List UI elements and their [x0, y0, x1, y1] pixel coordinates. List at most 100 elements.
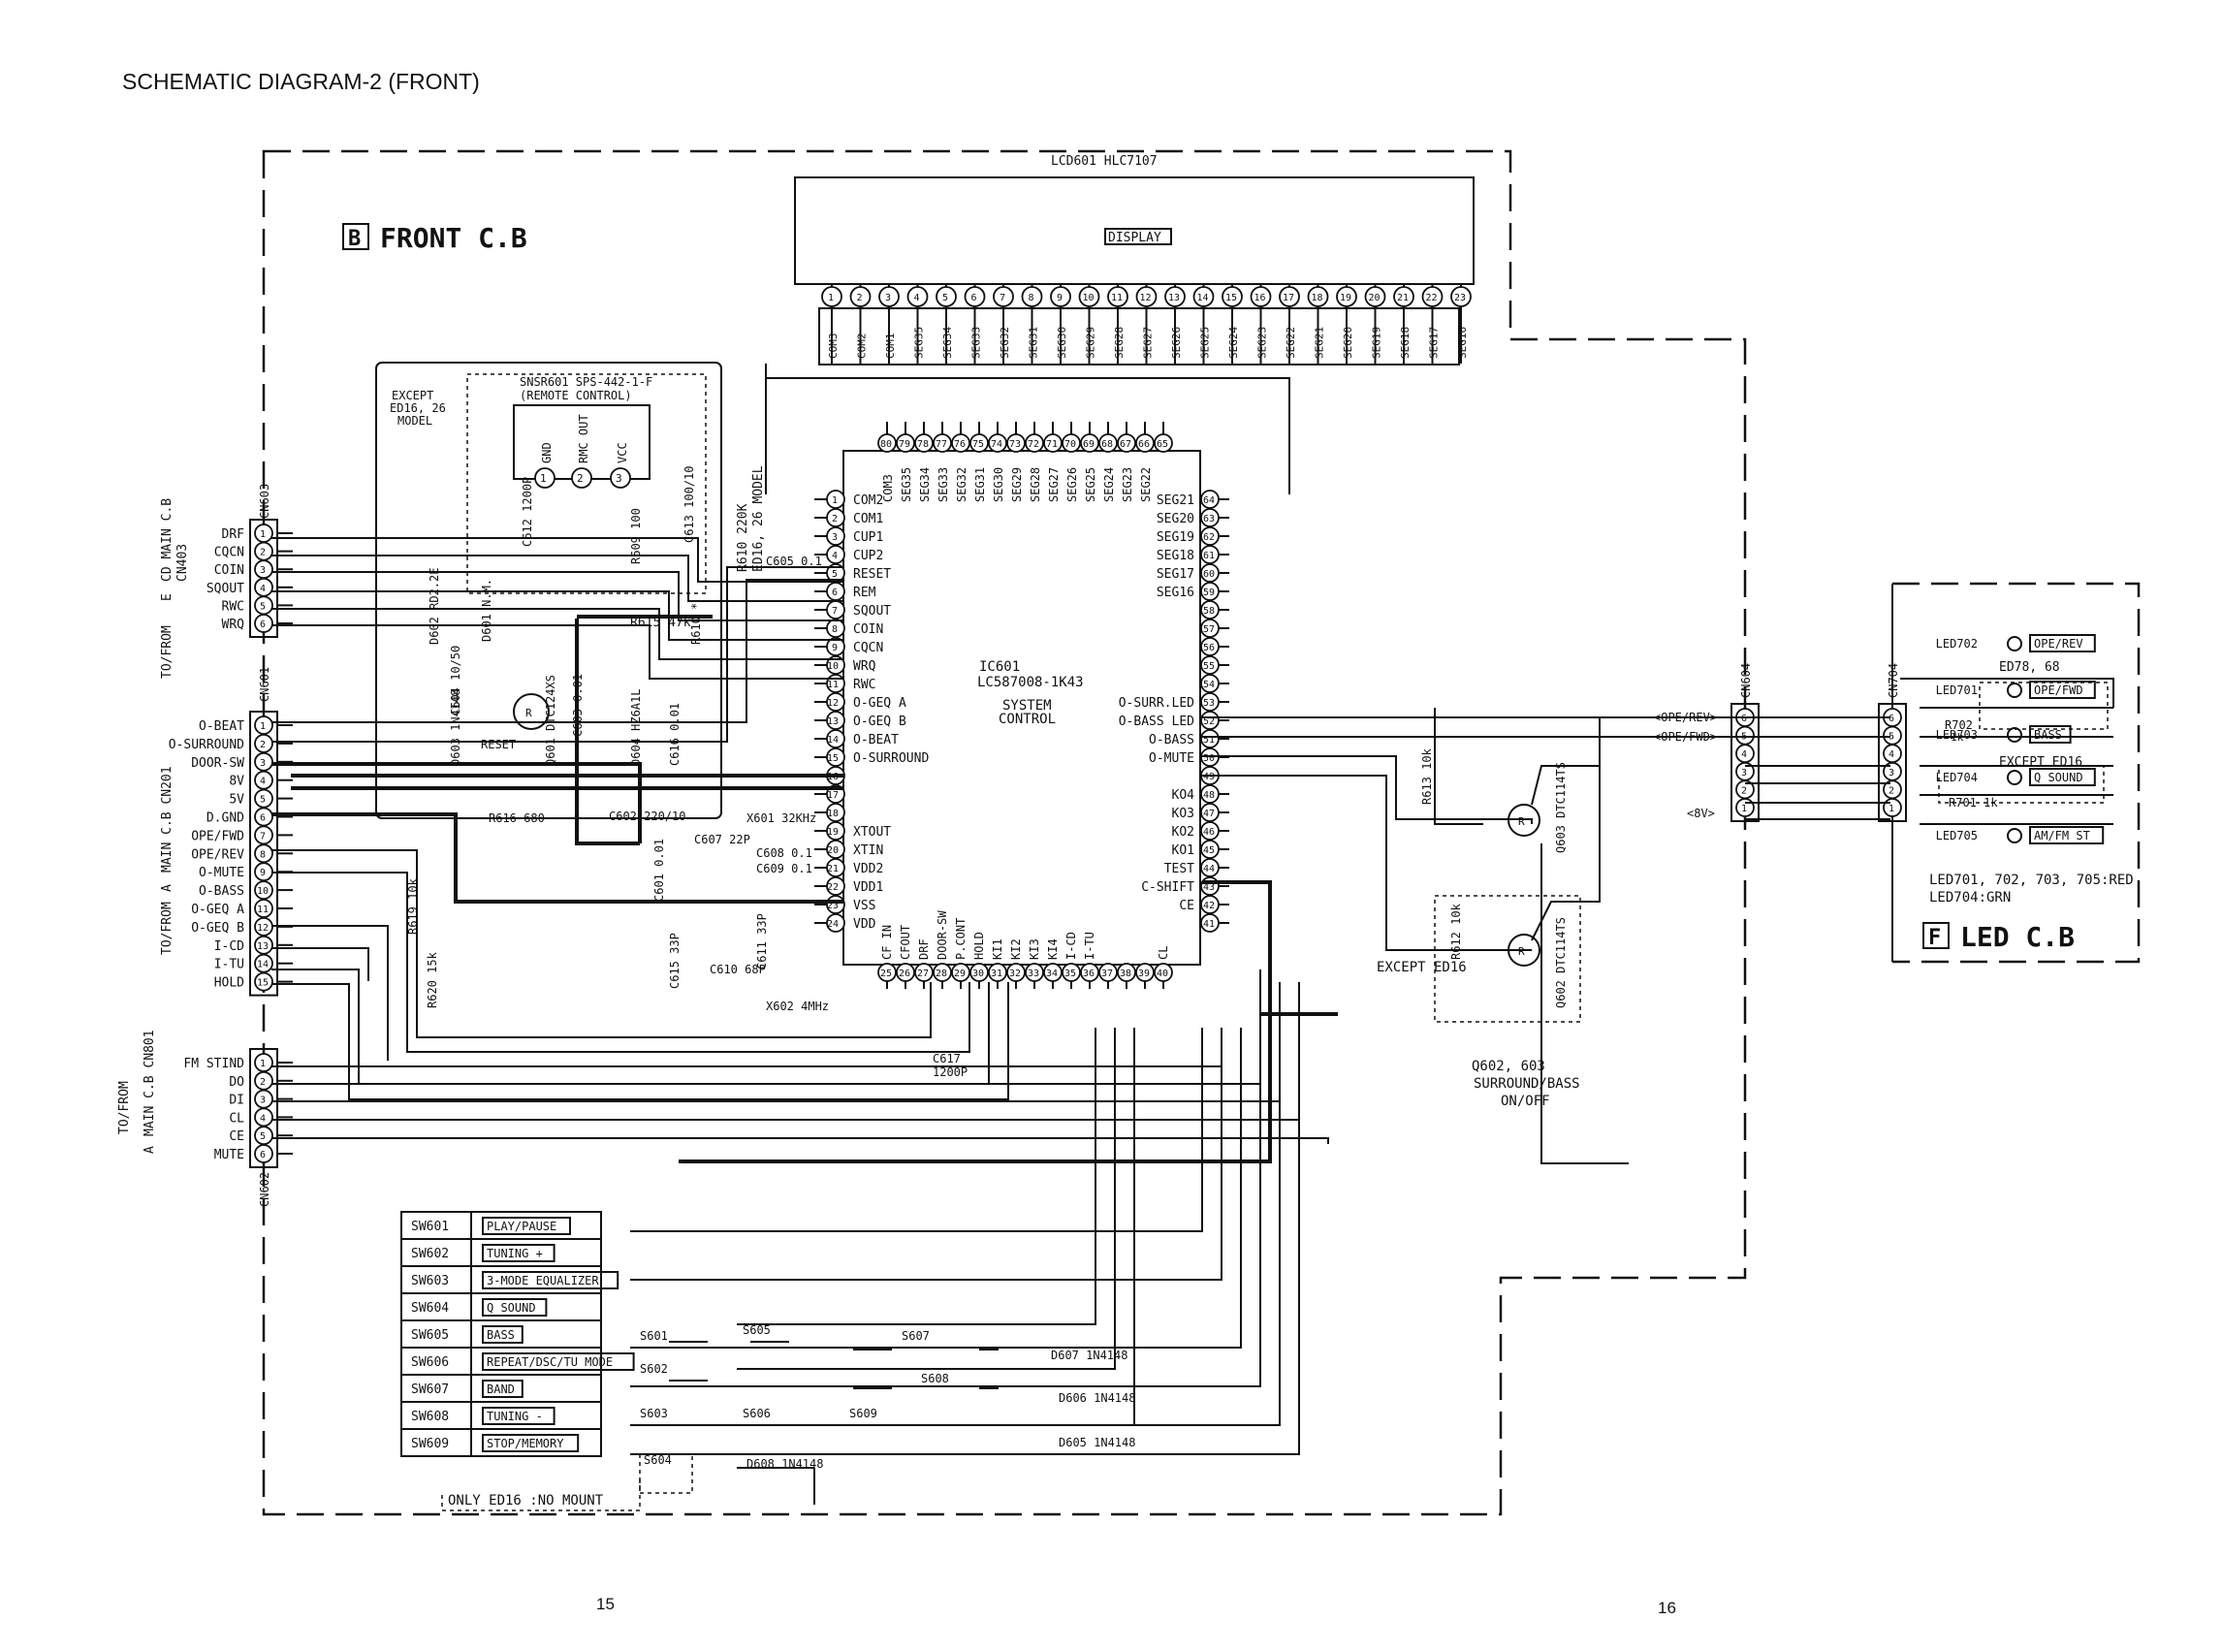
svg-text:C610 68P: C610 68P	[710, 963, 766, 976]
ic-left-pin-label: RESET	[853, 567, 891, 582]
ic-left-pin-number: 8	[832, 624, 838, 635]
ic-left-pin-label: COIN	[853, 622, 883, 637]
connector-pin-number: 5	[260, 601, 266, 612]
ic-bottom-pin-number: 34	[1046, 969, 1058, 979]
lcd-pin	[906, 286, 929, 307]
connector-signal: O-BEAT	[199, 719, 244, 734]
ic-right-pin-label: O-BASS LED	[1119, 715, 1194, 729]
remote-pin-rmc: RMC OUT	[577, 414, 590, 463]
svg-text:C603 0.01: C603 0.01	[571, 674, 585, 737]
connector-signal: OPE/FWD	[191, 829, 244, 843]
connector-pin-number: 1	[260, 529, 266, 540]
lcd-pin-number: 21	[1397, 293, 1409, 303]
switch-ref: SW603	[411, 1274, 449, 1288]
ic-top-pin-label: SEG28	[1029, 467, 1042, 502]
svg-text:R615 47k: R615 47k	[630, 616, 691, 630]
connector-signal: DO	[229, 1075, 244, 1090]
lcd-seg-label: SEG17	[1428, 327, 1441, 359]
ic-right-pin-label: SEG19	[1157, 530, 1194, 545]
connector-pin-number: 12	[257, 923, 269, 934]
lcd-pin-number: 19	[1340, 293, 1351, 303]
connector-pin-number: 4	[260, 1113, 266, 1124]
ic-left-pin-label: CUP1	[853, 530, 883, 545]
svg-text:C607 22P: C607 22P	[694, 833, 750, 846]
connector-pin-number: 4	[1741, 749, 1747, 760]
connector-pin-number: 2	[260, 740, 266, 750]
connector-pin-number: 6	[260, 1150, 266, 1160]
connector-pin-number: 5	[260, 1131, 266, 1142]
ic-bottom-pin-number: 31	[991, 969, 1002, 979]
lcd-display-label: DISPLAY	[1108, 231, 1161, 245]
ic-left-pin-number: 4	[832, 551, 838, 561]
lcd-ref: LCD601 HLC7107	[1051, 154, 1158, 169]
ic-right-pin-label: CE	[1179, 899, 1194, 913]
svg-text:C604 10/50: C604 10/50	[449, 646, 462, 715]
svg-text:R620 15k: R620 15k	[426, 951, 439, 1008]
ic-right-pin-number: 61	[1203, 551, 1215, 561]
ic601-func: SYSTEM	[1002, 698, 1052, 714]
svg-text:R: R	[1518, 945, 1525, 958]
lcd-pin-number: 4	[914, 293, 920, 303]
ic-left-pin-number: 24	[827, 919, 839, 930]
ic-bottom-pin-label: I-CD	[1064, 932, 1078, 960]
ic-right-pin-label: TEST	[1164, 862, 1194, 876]
ic-top-pin-label: SEG31	[973, 467, 987, 502]
lcd-pin	[849, 286, 872, 307]
ic-top-pin-label: SEG33	[936, 467, 950, 502]
svg-text:EXCEPT ED16: EXCEPT ED16	[1377, 960, 1467, 975]
ic-right-pin-label: C-SHIFT	[1141, 880, 1194, 895]
lcd-pin-number: 11	[1111, 293, 1123, 303]
svg-text:D605 1N4148: D605 1N4148	[1059, 1436, 1135, 1449]
led-function: AM/FM ST	[2034, 829, 2090, 842]
lcd-seg-label: SEG18	[1399, 327, 1412, 359]
connector-pin-number: 1	[1741, 804, 1747, 814]
svg-text:X602 4MHz: X602 4MHz	[766, 1000, 829, 1013]
connector-pin-number: 3	[260, 565, 266, 576]
svg-text:S606: S606	[743, 1407, 771, 1420]
ic-right-pin-number: 41	[1203, 919, 1215, 930]
ic-top-pin-number: 70	[1064, 439, 1076, 450]
ic-right-pin-label: O-SURR.LED	[1119, 696, 1194, 711]
led-symbol	[2007, 683, 2022, 698]
svg-text:R701 1k: R701 1k	[1949, 796, 1998, 810]
ic-right-pin-number: 60	[1203, 569, 1215, 580]
svg-text:C615 33P: C615 33P	[668, 933, 682, 989]
ic-right-pin-number: 63	[1203, 514, 1215, 524]
ic-bottom-pin-number: 29	[954, 969, 966, 979]
lcd-pin-number: 12	[1140, 293, 1152, 303]
lcd-pin-number: 17	[1283, 293, 1294, 303]
connector-ref: CN704	[1887, 663, 1900, 698]
svg-text:C617: C617	[933, 1052, 961, 1065]
lcd-pin	[936, 286, 957, 307]
led-ref: LED702	[1936, 637, 1978, 651]
connector-signal: DRF	[222, 527, 245, 542]
ic-right-pin-number: 49	[1203, 772, 1215, 782]
ic-left-pin-label: O-GEQ A	[853, 696, 906, 711]
svg-text:S607: S607	[902, 1329, 930, 1343]
ic-right-pin-label: SEG21	[1157, 493, 1194, 508]
led-except16: EXCEPT ED16	[1999, 755, 2082, 770]
connector-body	[249, 1048, 278, 1168]
remote-sensor-area	[466, 373, 707, 594]
ic-right-pin-number: 45	[1203, 845, 1215, 856]
ic-right-pin-number: 52	[1203, 716, 1215, 727]
led-function: Q SOUND	[2034, 771, 2083, 784]
connector-pin-number: 8	[260, 849, 266, 860]
ic-bottom-pin-label: KI4	[1046, 938, 1060, 960]
lcd-seg-label: SEG33	[970, 327, 983, 359]
ic-top-pin-label: COM3	[881, 474, 895, 502]
connector-signal: O-GEQ A	[191, 903, 244, 917]
connector-signal: 5V	[229, 793, 244, 808]
switch-ref: SW604	[411, 1301, 449, 1316]
remote-pin-gnd: GND	[540, 442, 554, 463]
led-function: OPE/REV	[2034, 637, 2083, 651]
connector-pin-number: 2	[1889, 785, 1894, 796]
svg-text:R616 680: R616 680	[489, 811, 545, 825]
ic-right-pin-number: 64	[1203, 495, 1215, 506]
svg-text:C602 220/10: C602 220/10	[609, 810, 685, 823]
ic-bottom-pin-number: 33	[1028, 969, 1039, 979]
svg-text:R610 *: R610 *	[689, 603, 703, 645]
connector-signal: 8V	[229, 775, 244, 789]
ic-top-pin-number: 75	[972, 439, 984, 450]
connector-signal: SQOUT	[206, 582, 244, 596]
